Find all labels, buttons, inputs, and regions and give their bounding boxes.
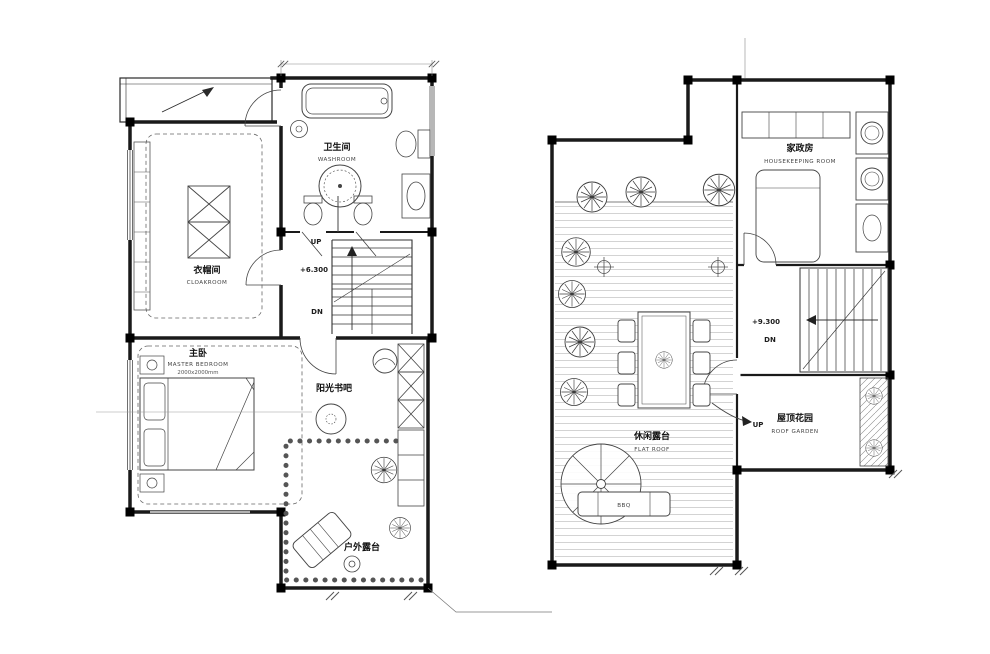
- right-wall-openings: [733, 261, 776, 394]
- cloakroom-label-en: CLOAKROOM: [187, 280, 228, 286]
- right-walls: [550, 78, 892, 567]
- master-bedroom-label-cn: 主卧: [189, 347, 207, 359]
- left-floor-plan: 卫生间 WASHROOM 衣帽间 CLOAKROOM 主卧 MASTER BED…: [96, 60, 552, 613]
- right-labels: 家政房 HOUSEKEEPING ROOM 屋顶花园 ROOF GARDEN 休…: [633, 142, 836, 453]
- hedge-scallop-border: [283, 438, 427, 583]
- master-bedroom-dimension: 2000x2000mm: [177, 370, 218, 376]
- tree-icon: [560, 378, 588, 406]
- plant-icon: [389, 517, 411, 539]
- tree-icon: [576, 181, 608, 213]
- flat-roof-label-cn: 休闲露台: [633, 430, 670, 442]
- dim-tick: [403, 591, 418, 601]
- tree-icon: [558, 280, 586, 308]
- dining-set: [617, 311, 711, 409]
- chair-icon: [617, 351, 636, 375]
- right-floor-plan: BBQ 家政房 HOUSEKEEPING ROOM 屋顶花: [547, 38, 903, 576]
- leader-line: [427, 587, 552, 613]
- wc-stalls: [303, 195, 373, 232]
- nightstand-icon: [139, 355, 165, 493]
- dryer-icon: [855, 157, 889, 201]
- housekeeping-label-en: HOUSEKEEPING ROOM: [764, 159, 836, 165]
- chair-icon: [617, 319, 636, 343]
- round-table-icon: [315, 403, 347, 435]
- chair-icon: [617, 383, 636, 407]
- bathtub-icon: [301, 83, 393, 119]
- round-tub-icon: [318, 164, 362, 208]
- window-glazing: [127, 86, 435, 514]
- cloakroom-label-cn: 衣帽间: [193, 264, 220, 276]
- right-annotations: [593, 38, 903, 576]
- dim-tick: [709, 566, 724, 576]
- arrowhead: [742, 416, 752, 426]
- roof-overhang: [119, 77, 273, 123]
- chair-icon: [692, 319, 711, 343]
- dn-label-right: DN: [764, 336, 776, 344]
- wardrobe-strip: [133, 141, 151, 311]
- floor-drain-icon: [290, 120, 308, 138]
- arrowhead: [202, 87, 214, 97]
- terrace-area: [283, 438, 427, 583]
- washroom-label-cn: 卫生间: [323, 141, 350, 153]
- toilet-icon: [395, 129, 431, 159]
- dim-tick: [325, 591, 340, 601]
- dimension-line: [280, 60, 433, 76]
- tree-icon: [702, 173, 736, 207]
- elevation-label-right: +9.300: [752, 318, 780, 326]
- door-swings: [244, 89, 377, 375]
- plant-icon: [865, 439, 883, 457]
- cabinet-row: [741, 111, 851, 139]
- laundry-sink-icon: [855, 203, 889, 253]
- plant-icon: [370, 456, 398, 484]
- flat-roof-label-en: FLAT ROOF: [634, 447, 669, 453]
- washbasin-icon: [401, 173, 431, 219]
- staircase-right: [799, 267, 889, 373]
- roof-garden-area: [859, 377, 889, 467]
- single-bed-icon: [755, 169, 821, 263]
- master-bedroom-room: [137, 345, 303, 505]
- washroom-fixtures: [290, 83, 431, 232]
- staircase-left: [331, 239, 413, 334]
- master-bedroom-label-en: MASTER BEDROOM: [167, 362, 228, 368]
- terrace-label-cn: 户外露台: [344, 541, 380, 553]
- centerpiece-plant-icon: [655, 351, 673, 369]
- up-label-left: UP: [311, 238, 322, 246]
- elevation-label-left: +6.300: [300, 266, 328, 274]
- up-label-right: UP: [753, 421, 764, 429]
- shelf-units: [397, 343, 425, 507]
- cloakroom-room: [133, 133, 263, 319]
- book-bar-area: [315, 343, 425, 507]
- bed-icon: [139, 377, 255, 471]
- chair-icon: [692, 383, 711, 407]
- side-table-icon: [343, 555, 361, 573]
- dn-label-left: DN: [311, 308, 323, 316]
- washroom-label-en: WASHROOM: [318, 157, 356, 163]
- roof-garden-label-cn: 屋顶花园: [777, 412, 813, 424]
- wardrobe-island: [187, 185, 231, 259]
- direction-arrow: [161, 88, 211, 113]
- tree-icon: [625, 176, 657, 208]
- housekeeping-room: [741, 111, 889, 263]
- bbq-label: BBQ: [617, 503, 631, 509]
- tree-icon: [564, 326, 596, 358]
- armchair-icon: [372, 348, 398, 374]
- roof-garden-label-en: ROOF GARDEN: [771, 429, 818, 435]
- left-labels: 卫生间 WASHROOM 衣帽间 CLOAKROOM 主卧 MASTER BED…: [167, 141, 380, 553]
- washer-icon: [855, 111, 889, 155]
- housekeeping-label-cn: 家政房: [786, 142, 813, 154]
- book-bar-label-cn: 阳光书吧: [316, 382, 352, 394]
- plant-icon: [865, 387, 883, 405]
- bbq-grill: BBQ: [577, 491, 671, 517]
- tree-icon: [561, 237, 591, 267]
- left-annotations: [96, 60, 552, 613]
- chair-icon: [692, 351, 711, 375]
- lounge-chair-icon: [292, 511, 352, 569]
